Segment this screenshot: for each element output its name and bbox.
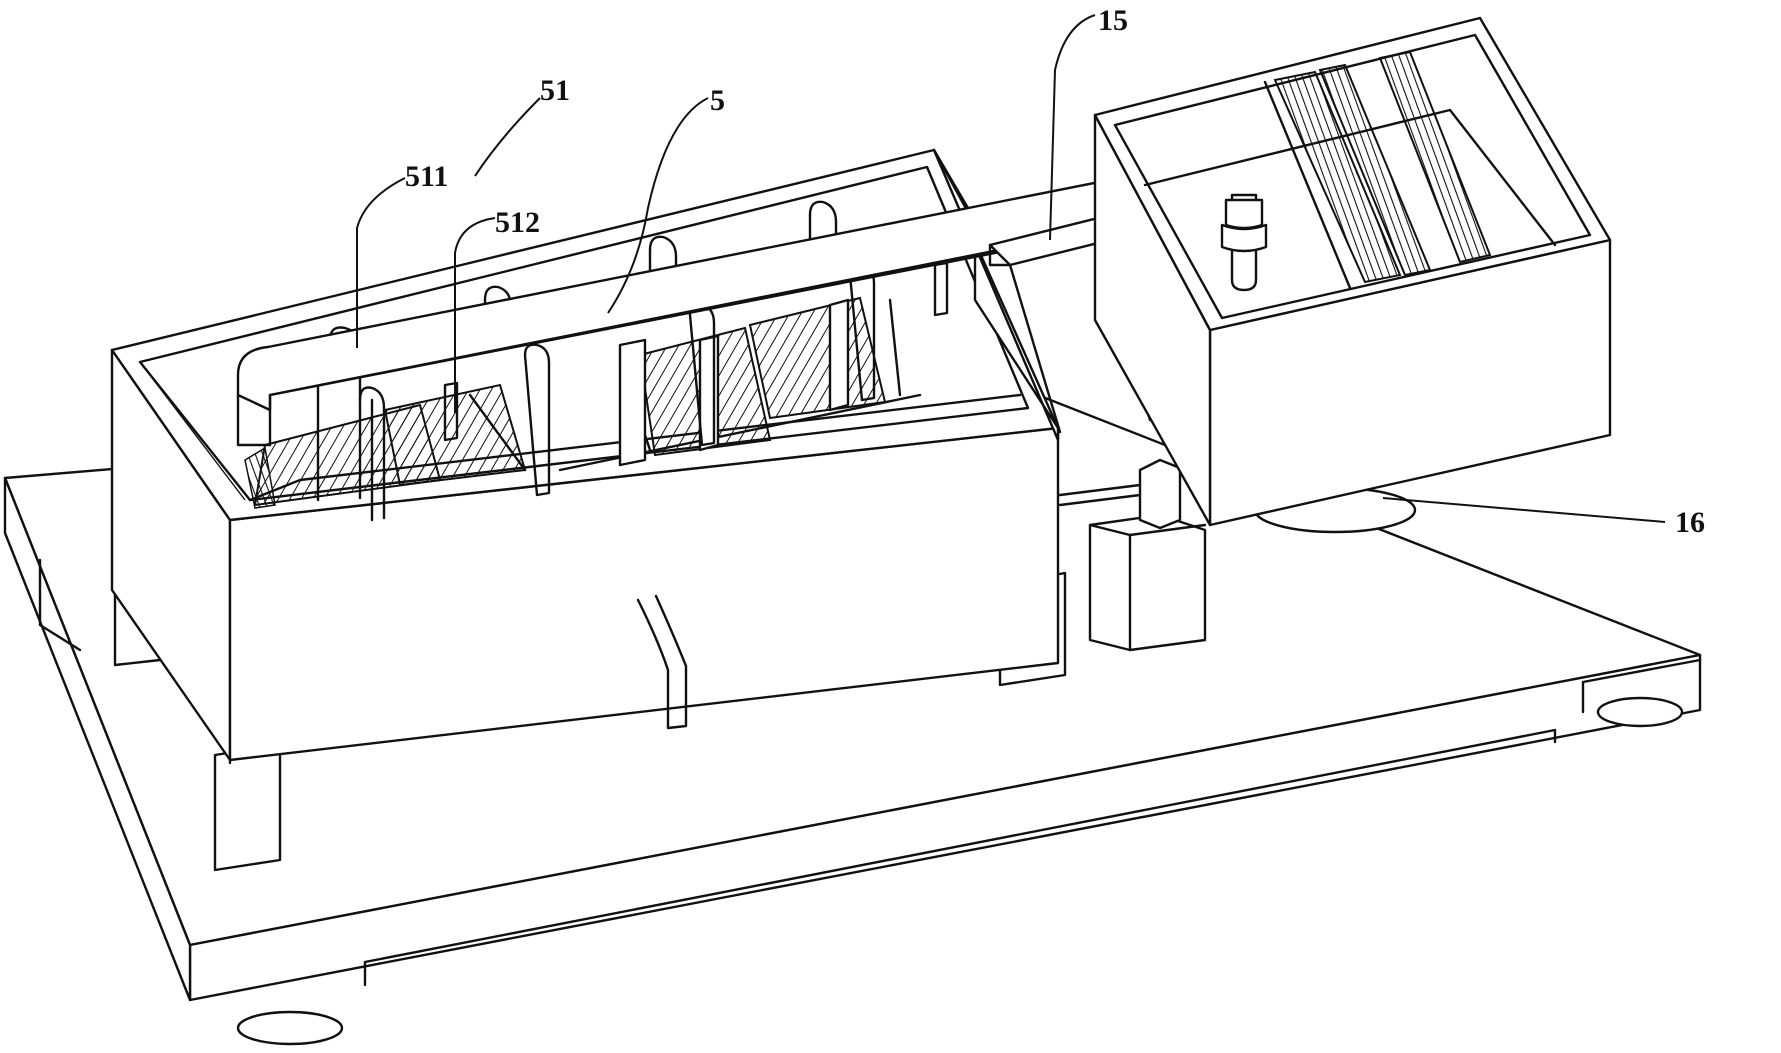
baffle-a (618, 338, 647, 467)
reference-labels: 51 511 512 5 15 16 (405, 4, 1705, 539)
left-tank (110, 148, 1252, 765)
front-foot-right (1596, 696, 1684, 728)
leader-51 (474, 97, 541, 177)
leader-5 (607, 97, 709, 314)
grille-pack-3 (1378, 50, 1492, 264)
leader-511 (356, 177, 406, 348)
label-511: 511 (405, 160, 448, 193)
right-tank (1093, 16, 1612, 534)
pump (1058, 458, 1207, 652)
leader-lines (356, 14, 1666, 523)
label-51: 51 (540, 74, 570, 107)
label-512: 512 (495, 206, 540, 239)
drain-pipe (636, 594, 688, 730)
label-15: 15 (1098, 4, 1128, 37)
grille-pack-1 (1273, 70, 1402, 284)
leader-15 (1049, 14, 1096, 241)
leader-16 (1382, 497, 1666, 523)
label-16: 16 (1675, 506, 1705, 539)
label-5: 5 (710, 84, 725, 117)
front-foot-left (236, 1010, 344, 1046)
leader-512 (454, 217, 496, 413)
grille-pack-2 (1318, 63, 1432, 277)
